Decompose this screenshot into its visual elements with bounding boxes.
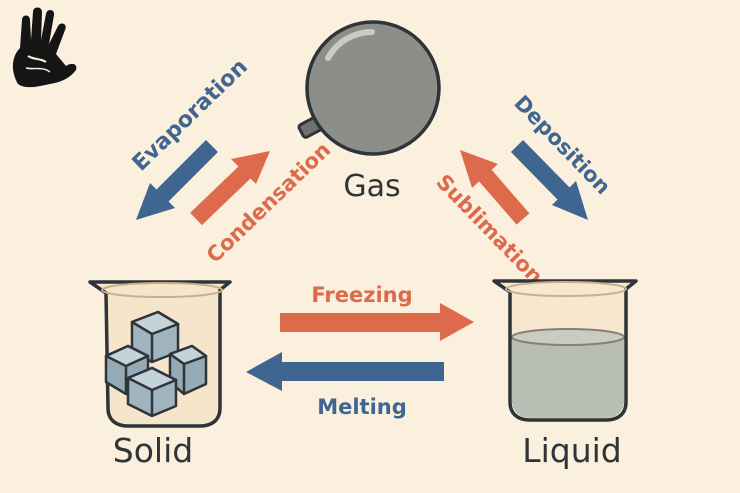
ice-cubes: [104, 310, 208, 418]
freezing-arrow: [280, 303, 474, 341]
condensation-arrow: [190, 151, 270, 226]
gas-label: Gas: [343, 169, 400, 204]
deposition-arrow: [510, 140, 588, 220]
liquid-label: Liquid: [522, 431, 622, 470]
evaporation-arrow: [136, 139, 219, 220]
solid-beaker: [88, 280, 232, 428]
melting-arrow: [246, 352, 444, 391]
liquid-beaker: [492, 279, 638, 422]
sublimation-arrow: [460, 150, 530, 225]
handprint-icon: [12, 7, 77, 88]
melting-label: Melting: [317, 395, 407, 419]
solid-label: Solid: [113, 431, 193, 470]
freezing-label: Freezing: [311, 283, 412, 307]
gas-ball: [297, 20, 441, 156]
